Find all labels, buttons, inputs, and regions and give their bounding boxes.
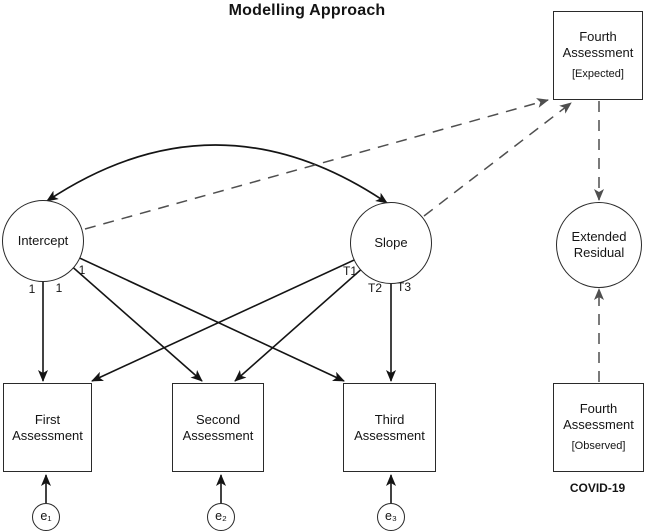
fourth-expected-tag: [Expected] — [572, 68, 624, 81]
loading-slope-t1: T1 — [342, 264, 358, 278]
error-term-e2-label: e₂ — [215, 509, 227, 524]
fourth-observed-tag: [Observed] — [571, 440, 626, 453]
fourth-observed-label: Fourth Assessment — [563, 401, 634, 433]
fourth-expected-label: Fourth Assessment — [562, 29, 634, 61]
error-term-e3: e₃ — [377, 503, 405, 531]
observed-first-assessment-label: First Assessment — [12, 411, 83, 443]
loading-intercept-second: 1 — [55, 281, 63, 295]
loading-slope-t2: T2 — [367, 281, 383, 295]
covid-19-annotation: COVID-19 — [569, 481, 626, 495]
path-slope-to-fourth-expected — [423, 102, 572, 217]
loading-intercept-first: 1 — [28, 282, 36, 296]
latent-slope: Slope — [350, 202, 432, 284]
observed-fourth-assessment-observed: Fourth Assessment [Observed] — [553, 383, 644, 472]
error-term-e1-label: e₁ — [40, 509, 52, 524]
loading-intercept-third: 1 — [78, 263, 86, 277]
error-term-e3-label: e₃ — [384, 509, 398, 524]
observed-first-assessment: First Assessment — [3, 383, 92, 472]
diagram-title: Modelling Approach — [228, 2, 386, 19]
error-term-e2: e₂ — [207, 503, 235, 531]
latent-intercept-label: Intercept — [17, 233, 69, 249]
observed-third-assessment-label: Third Assessment — [354, 411, 425, 443]
observed-third-assessment: Third Assessment — [343, 383, 436, 472]
latent-intercept: Intercept — [2, 200, 84, 282]
latent-extended-residual: Extended Residual — [556, 202, 642, 288]
error-term-e1: e₁ — [32, 503, 60, 531]
latent-extended-residual-label: Extended Residual — [571, 229, 627, 260]
latent-slope-label: Slope — [374, 235, 408, 251]
observed-fourth-assessment-expected: Fourth Assessment [Expected] — [553, 11, 643, 100]
observed-second-assessment: Second Assessment — [172, 383, 264, 472]
covariance-arc-intercept-slope — [46, 144, 388, 204]
observed-second-assessment-label: Second Assessment — [182, 411, 254, 443]
path-intercept-to-third — [42, 240, 345, 382]
loading-slope-t3: T3 — [396, 280, 412, 294]
path-intercept-to-fourth-expected — [84, 98, 549, 230]
path-slope-to-first — [91, 242, 392, 382]
